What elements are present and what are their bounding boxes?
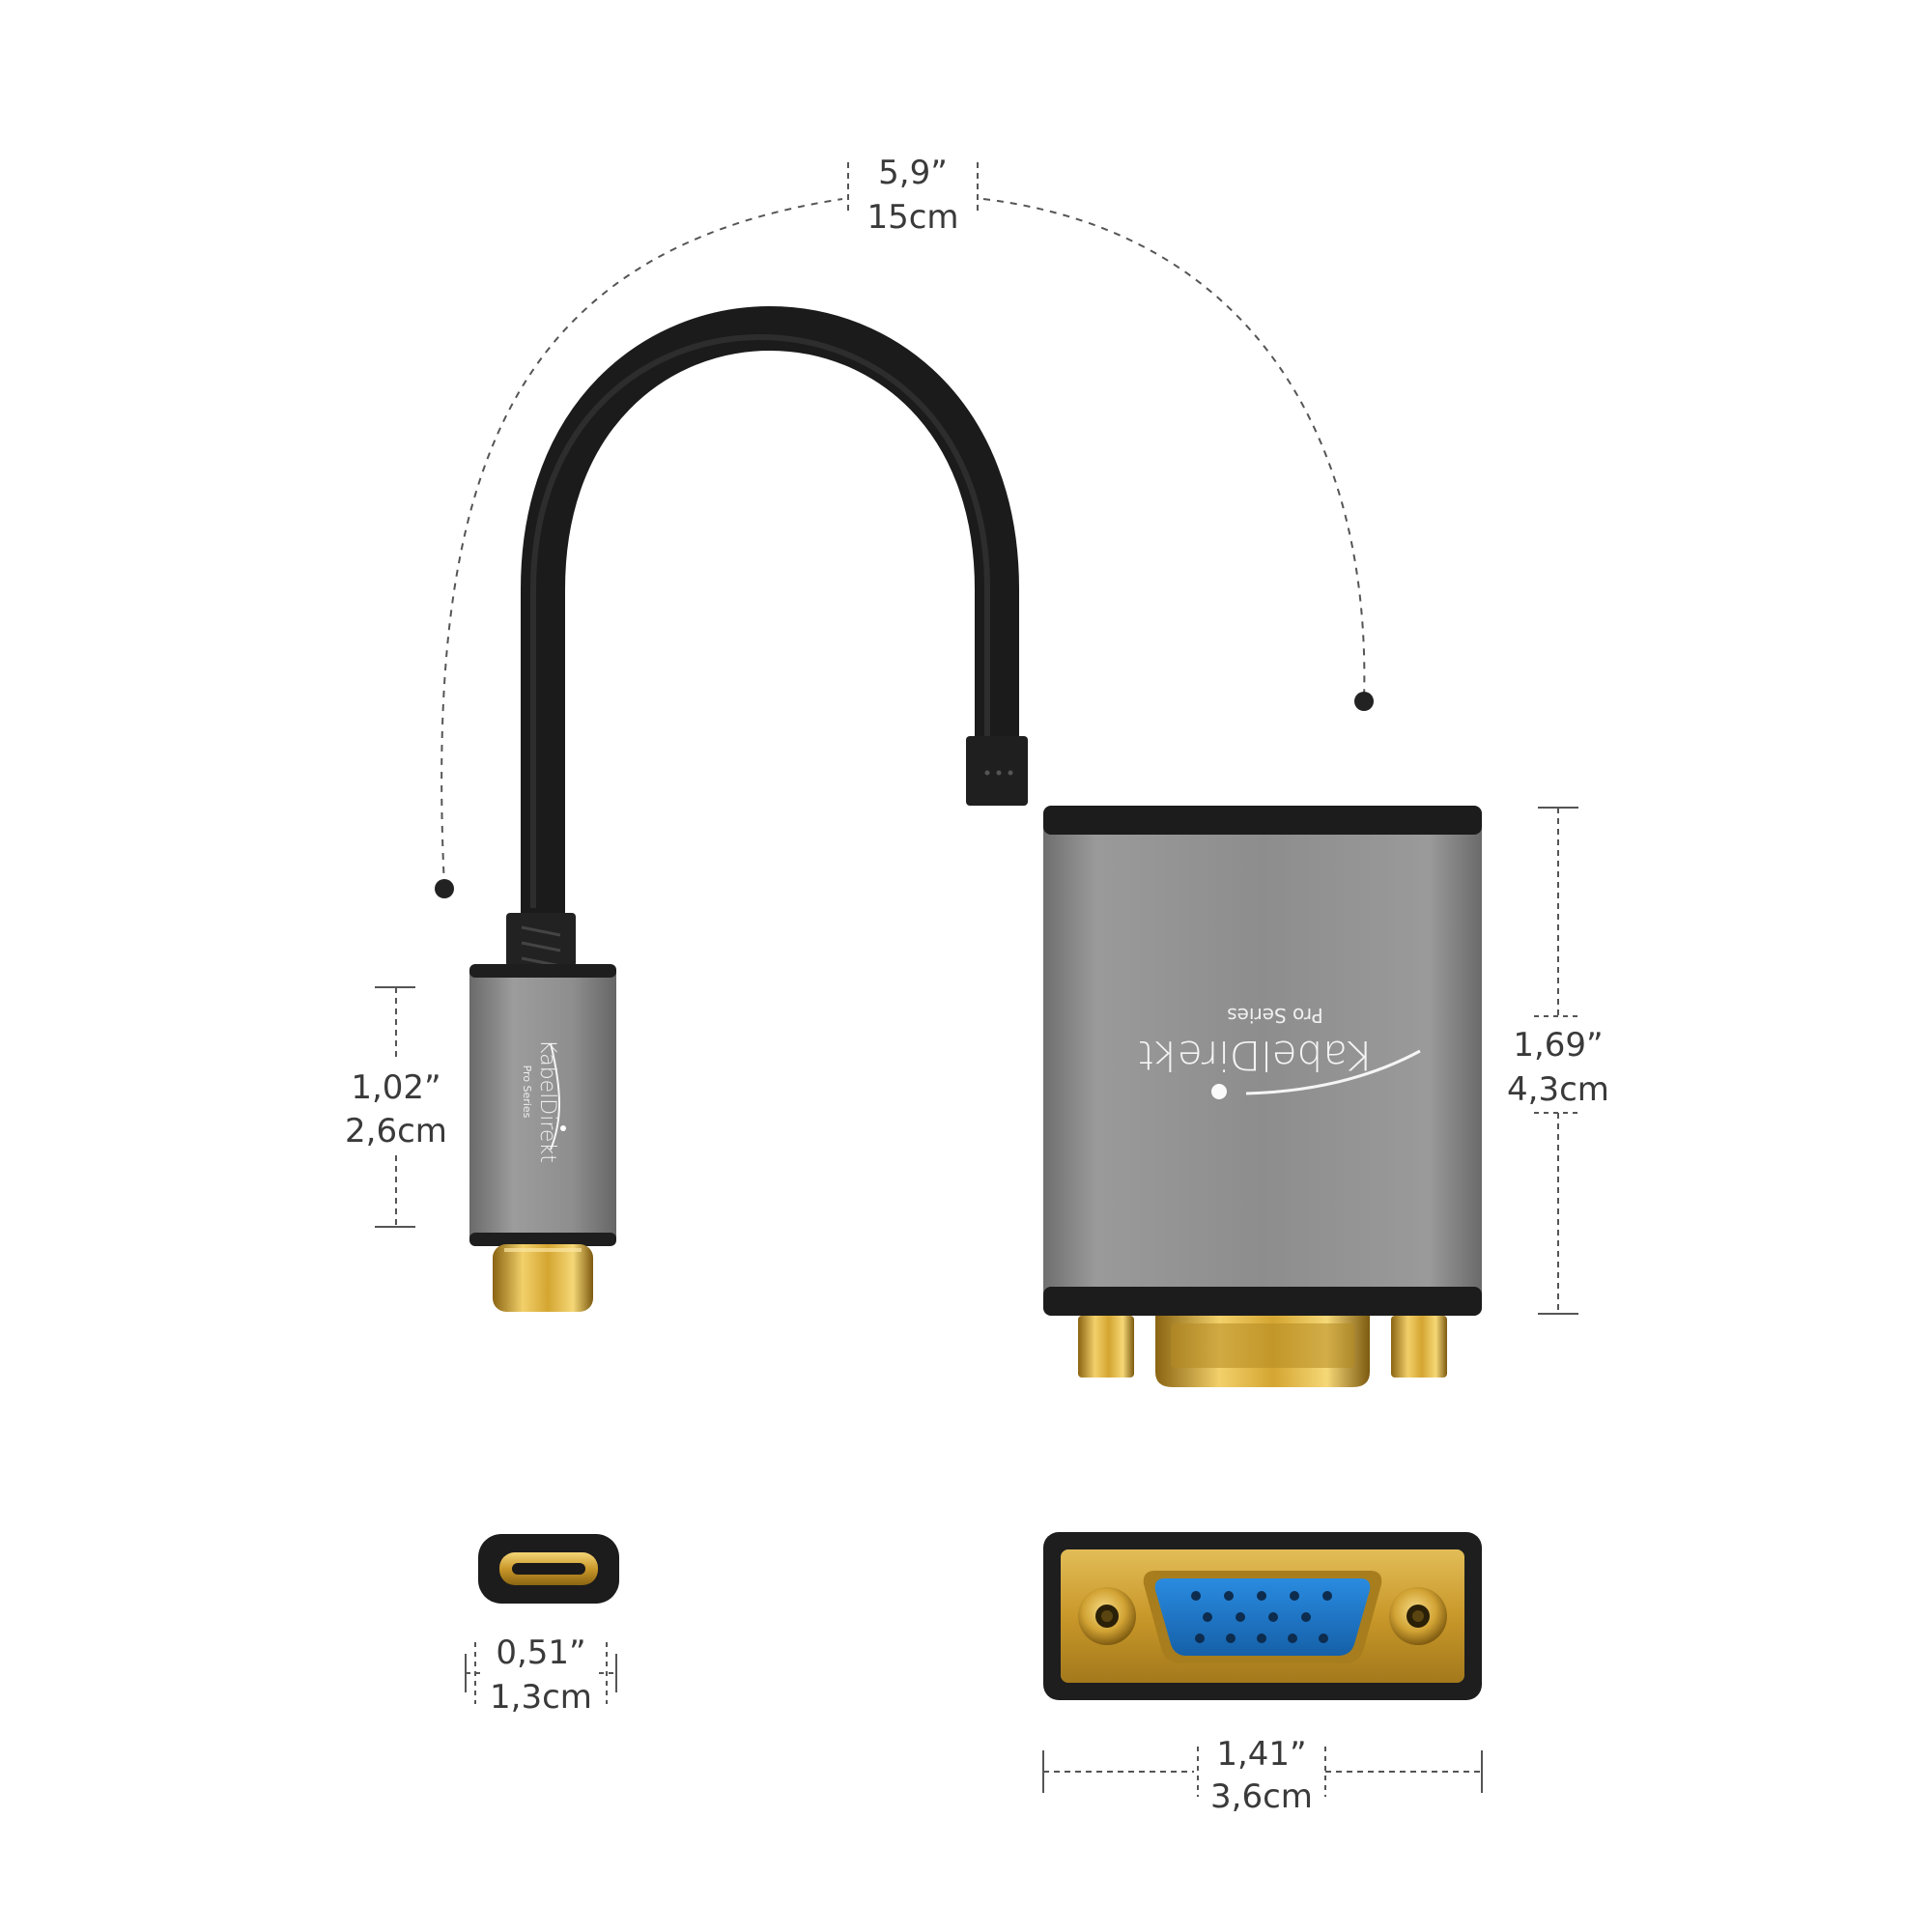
usbc-width-dimension: 0,51” 1,3cm <box>465 1634 617 1717</box>
vga-width-inch-label: 1,41” <box>1216 1735 1306 1774</box>
vga-logo-text: KabelDirekt <box>1138 1032 1374 1079</box>
vga-series-text: Pro Series <box>1227 1004 1323 1027</box>
usbc-logo-text: KabelDirekt <box>535 1039 559 1163</box>
cable-length-cm-label: 15cm <box>867 198 958 237</box>
cable-length-endpoint-right <box>1354 692 1374 711</box>
usbc-plug <box>493 1244 593 1312</box>
cable-length-arc-right <box>982 198 1366 701</box>
cable-length-arc-left <box>440 198 843 888</box>
usbc-width-inch-label: 0,51” <box>496 1634 585 1672</box>
vga-housing <box>1043 806 1482 1316</box>
vga-width-cm-label: 3,6cm <box>1210 1777 1313 1816</box>
cable <box>521 306 1019 918</box>
vga-logo-swoosh <box>1245 1049 1421 1095</box>
vga-front-view <box>1043 1532 1482 1700</box>
vga-height-inch-label: 1,69” <box>1513 1026 1603 1065</box>
vga-height-cm-label: 4,3cm <box>1507 1070 1609 1109</box>
usbc-strain-relief <box>506 913 576 967</box>
usbc-logo-swoosh <box>550 1042 560 1151</box>
usbc-width-cm-label: 1,3cm <box>490 1678 592 1717</box>
cable-length-endpoint-left <box>435 879 454 898</box>
vga-adapter: KabelDirekt Pro Series <box>966 736 1482 1387</box>
vga-screw-left <box>1078 1316 1134 1378</box>
usbc-length-cm-label: 2,6cm <box>345 1112 447 1151</box>
usbc-length-dimension: 1,02” 2,6cm <box>345 986 447 1228</box>
usbc-length-inch-label: 1,02” <box>351 1068 440 1107</box>
cable-highlight <box>530 334 990 908</box>
vga-strain-relief <box>966 736 1028 806</box>
vga-screw-right <box>1391 1316 1447 1378</box>
usbc-front-view <box>478 1534 619 1604</box>
vga-height-dimension: 1,69” 4,3cm <box>1507 807 1609 1315</box>
cable-length-inch-label: 5,9” <box>878 154 948 192</box>
usbc-housing <box>469 964 616 1244</box>
usbc-series-text: Pro Series <box>521 1065 533 1119</box>
vga-width-dimension: 1,41” 3,6cm <box>1042 1735 1483 1816</box>
usbc-connector: KabelDirekt Pro Series <box>469 913 616 1312</box>
vga-pin-holes <box>1191 1591 1332 1643</box>
